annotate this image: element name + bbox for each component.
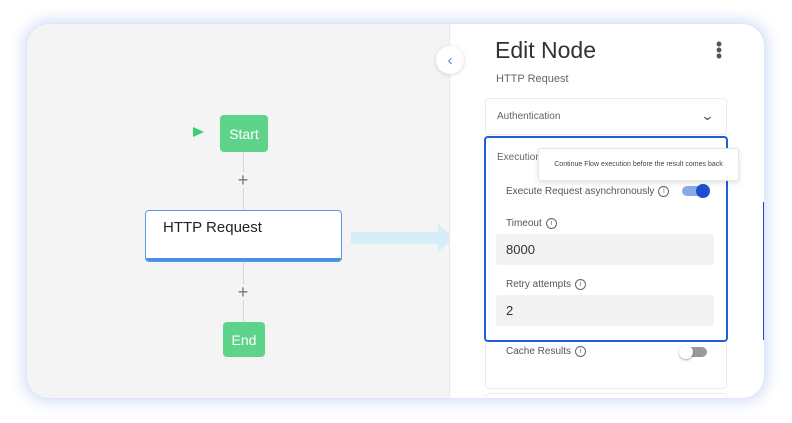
execution-label: Execution xyxy=(497,152,541,163)
info-icon[interactable]: i xyxy=(575,346,587,357)
toggle-knob xyxy=(679,345,693,359)
timeout-label-text: Timeout xyxy=(506,218,542,230)
info-icon[interactable]: i xyxy=(658,186,670,197)
add-node-button[interactable]: + xyxy=(235,171,251,189)
retry-label-text: Retry attempts xyxy=(506,279,572,291)
authentication-section[interactable]: Authentication ⌄ xyxy=(485,98,727,135)
timeout-input[interactable]: 8000 xyxy=(496,234,714,265)
execution-section: Execution Execute Request asynchronously… xyxy=(484,136,728,342)
next-section xyxy=(485,393,727,398)
app-window: Start + HTTP Request + End Edit Node •••… xyxy=(27,24,764,398)
http-request-node-label: HTTP Request xyxy=(163,219,262,236)
cache-section xyxy=(485,342,727,389)
cache-label-text: Cache Results xyxy=(506,346,572,358)
authentication-label: Authentication xyxy=(497,111,561,122)
async-toggle[interactable] xyxy=(682,184,710,198)
add-node-button[interactable]: + xyxy=(235,283,251,301)
cache-toggle[interactable] xyxy=(679,345,707,359)
arrow-icon xyxy=(351,232,439,244)
start-node[interactable]: Start xyxy=(220,115,268,152)
chevron-down-icon[interactable]: ⌄ xyxy=(700,108,715,123)
more-vertical-icon[interactable]: ••• xyxy=(715,34,723,66)
info-icon[interactable]: i xyxy=(545,218,557,229)
panel-subtitle: HTTP Request xyxy=(496,73,569,85)
retry-input[interactable]: 2 xyxy=(496,295,714,326)
scrollbar[interactable] xyxy=(763,202,764,340)
edit-node-panel: Edit Node ••• HTTP Request Authenticatio… xyxy=(449,24,764,398)
end-node[interactable]: End xyxy=(223,322,265,357)
info-icon[interactable]: i xyxy=(575,279,587,290)
async-label-text: Execute Request asynchronously xyxy=(506,186,655,198)
node-selected-bar xyxy=(146,258,341,261)
toggle-knob xyxy=(696,184,710,198)
flow-canvas[interactable]: Start + HTTP Request + End xyxy=(27,24,454,398)
play-icon[interactable] xyxy=(193,127,204,137)
async-tooltip: Continue Flow execution before the resul… xyxy=(538,148,739,181)
panel-title: Edit Node xyxy=(495,37,597,63)
chevron-left-icon[interactable]: ‹ xyxy=(436,46,464,74)
http-request-node[interactable]: HTTP Request xyxy=(145,210,342,262)
